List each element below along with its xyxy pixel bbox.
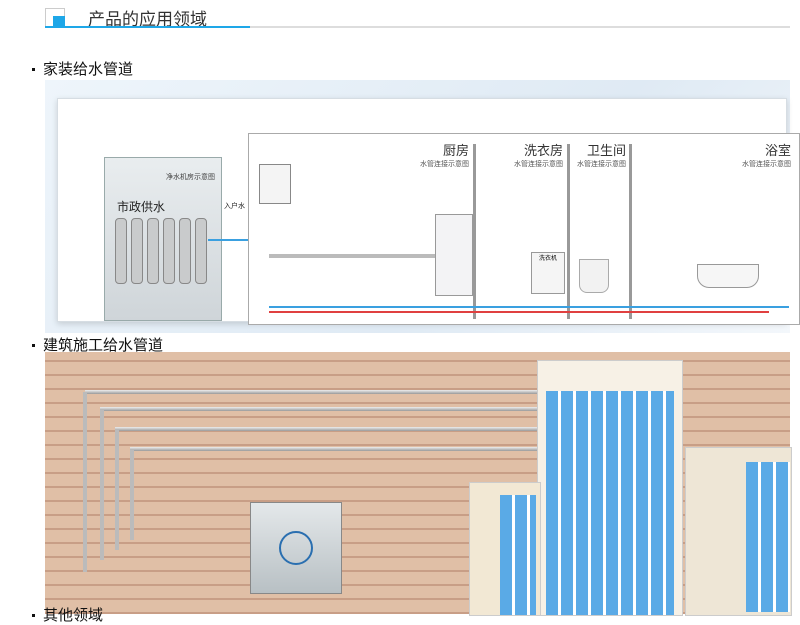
water-distribution-box bbox=[250, 502, 342, 594]
section-title: 家装给水管道 bbox=[43, 60, 134, 78]
inlet-pipe bbox=[208, 239, 248, 241]
washing-machine-icon: 洗衣机 bbox=[531, 252, 565, 294]
toilet-icon bbox=[579, 259, 609, 293]
room-toilet: 卫生间水管连接示意图 bbox=[577, 144, 626, 168]
page-title: 产品的应用领域 bbox=[88, 10, 207, 30]
section-heading-home: 家装给水管道 bbox=[32, 58, 133, 79]
hot-pipe bbox=[269, 311, 769, 313]
pipe bbox=[100, 407, 585, 411]
house-outline: 厨房水管连接示意图 洗衣房水管连接示意图 卫生间水管连接示意图 浴室水管连接示意… bbox=[248, 133, 800, 325]
pipe bbox=[130, 447, 585, 451]
section-heading-construction: 建筑施工给水管道 bbox=[32, 334, 163, 355]
logo-icon bbox=[279, 531, 313, 565]
section-title: 建筑施工给水管道 bbox=[43, 336, 164, 354]
building-right bbox=[685, 447, 792, 616]
room-laundry: 洗衣房水管连接示意图 bbox=[514, 144, 563, 168]
pipe bbox=[85, 390, 585, 394]
room-kitchen: 厨房水管连接示意图 bbox=[420, 144, 469, 168]
section-title: 其他领域 bbox=[43, 606, 104, 624]
diagram-panel: 净水机房示意图 市政供水 入户水 厨房水管连接示意图 洗衣房水管连接示意图 卫生… bbox=[57, 98, 800, 325]
inlet-label: 入户水 bbox=[224, 202, 245, 210]
radiator-icon bbox=[115, 218, 207, 284]
section-heading-other: 其他领域 bbox=[32, 604, 103, 625]
water-heater-icon bbox=[259, 164, 291, 204]
header-underline bbox=[45, 26, 790, 28]
tall-building bbox=[537, 360, 683, 616]
box-caption: 净水机房示意图 bbox=[166, 173, 215, 181]
water-room-box: 净水机房示意图 市政供水 bbox=[104, 157, 222, 321]
cold-pipe bbox=[269, 306, 789, 308]
home-water-diagram: 净水机房示意图 市政供水 入户水 厨房水管连接示意图 洗衣房水管连接示意图 卫生… bbox=[45, 80, 800, 333]
city-water-label: 市政供水 bbox=[117, 200, 166, 214]
header-icon bbox=[45, 8, 65, 28]
pipe bbox=[115, 427, 585, 431]
construction-illustration bbox=[45, 352, 792, 616]
building bbox=[469, 482, 541, 616]
room-bathroom: 浴室水管连接示意图 bbox=[742, 144, 791, 168]
bathtub-icon bbox=[697, 264, 759, 288]
fridge-icon bbox=[435, 214, 473, 296]
kitchen-counter bbox=[269, 254, 459, 258]
